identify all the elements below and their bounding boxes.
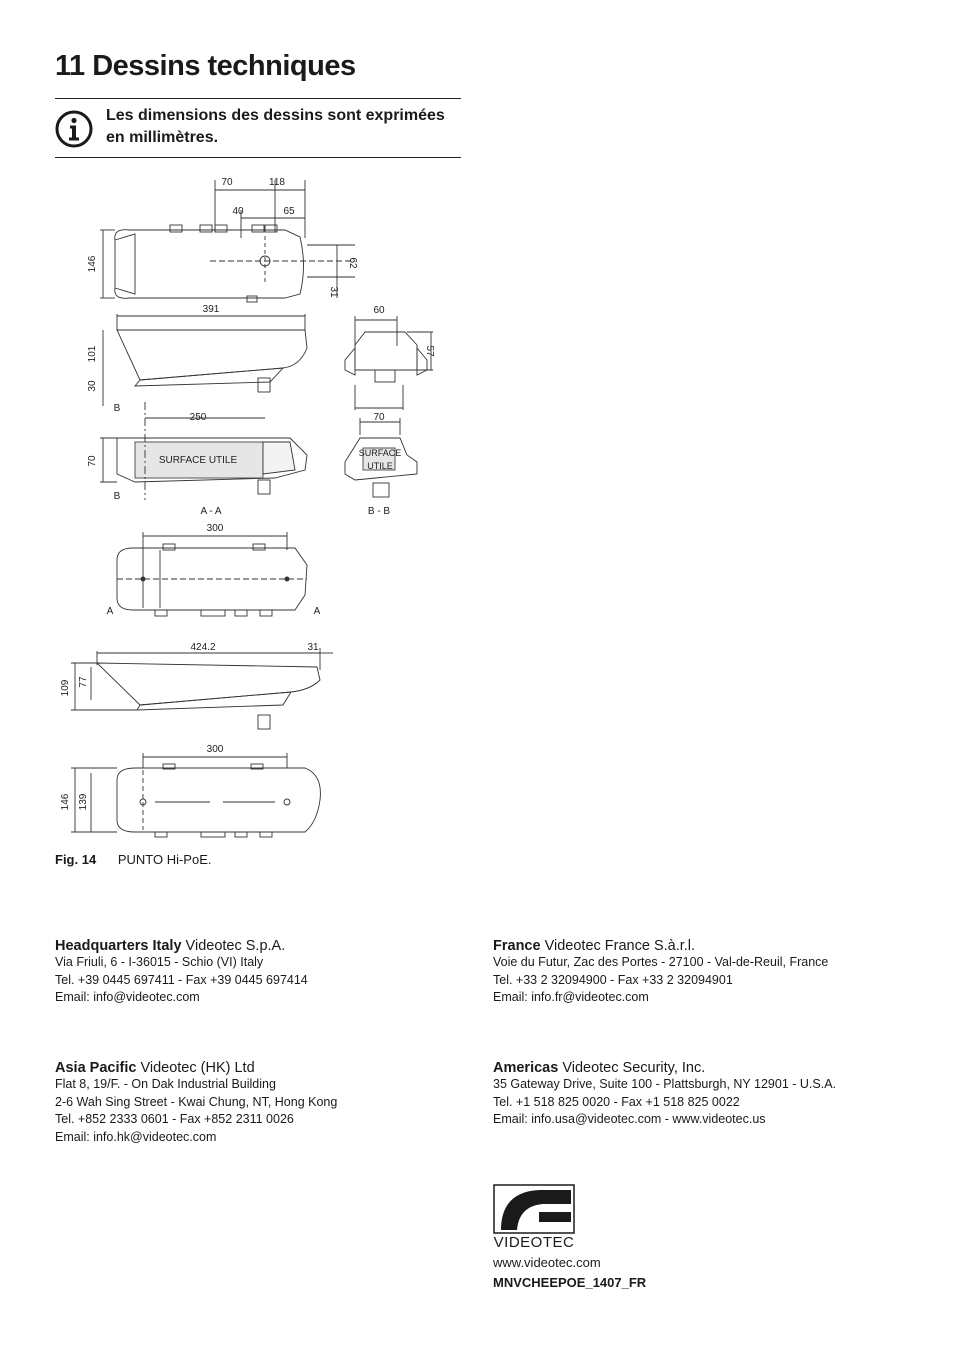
website-link[interactable]: www.videotec.com — [493, 1255, 601, 1270]
section-title: 11 Dessins techniques — [55, 50, 356, 82]
office-france: France Videotec France S.à.r.l. Voie du … — [493, 938, 829, 1004]
dim-30: 30 — [87, 380, 98, 392]
label-b-top: B — [114, 403, 121, 414]
label-a-right: A — [314, 606, 321, 617]
info-icon — [55, 110, 93, 148]
dim-146-plan: 146 — [60, 793, 71, 810]
note-box: Les dimensions des dessins sont exprimée… — [55, 98, 461, 158]
dim-70-front: 70 — [373, 412, 385, 423]
label-a-left: A — [107, 606, 114, 617]
dim-65: 65 — [283, 206, 295, 217]
document-code: MNVCHEEPOE_1407_FR — [493, 1275, 647, 1290]
office-americas: Americas Videotec Security, Inc. 35 Gate… — [493, 1060, 836, 1126]
technical-drawing: 70 118 40 65 146 62 31 391 101 30 60 57 … — [60, 177, 435, 838]
dim-60: 60 — [373, 305, 385, 316]
logo-text: VIDEOTEC — [494, 1234, 575, 1250]
dim-31-long: 31 — [307, 642, 319, 653]
dim-250: 250 — [190, 412, 207, 423]
bottom-view — [116, 532, 308, 617]
section-bb — [344, 418, 418, 498]
dim-77: 77 — [78, 676, 89, 688]
figure-title: PUNTO Hi-PoE. — [117, 852, 212, 867]
office-asia: Asia Pacific Videotec (HK) Ltd Flat 8, 1… — [55, 1060, 338, 1144]
dim-57: 57 — [424, 345, 435, 357]
office-italy: Headquarters Italy Videotec S.p.A. Via F… — [55, 938, 308, 1004]
label-aa: A - A — [200, 506, 221, 517]
label-surface-small-1: SURFACE — [359, 448, 402, 458]
dim-118: 118 — [269, 177, 285, 188]
label-bb: B - B — [368, 506, 391, 517]
dim-391: 391 — [203, 304, 220, 315]
dim-40: 40 — [232, 206, 244, 217]
note-text: Les dimensions des dessins sont exprimée… — [106, 107, 445, 146]
figure-number: Fig. 14 — [55, 852, 97, 867]
dim-31-top: 31 — [328, 286, 339, 298]
dim-300-bottom: 300 — [207, 523, 224, 534]
dim-146-top: 146 — [87, 255, 98, 272]
dim-139: 139 — [78, 793, 89, 810]
dim-300-plan: 300 — [207, 744, 224, 755]
dim-70-sec: 70 — [87, 455, 98, 467]
plan-view — [71, 753, 321, 838]
long-side-view — [71, 648, 333, 730]
label-surface-utile: SURFACE UTILE — [159, 455, 238, 466]
figure-caption: Fig. 14 PUNTO Hi-PoE. — [55, 852, 211, 867]
dim-109: 109 — [60, 679, 71, 696]
dim-70: 70 — [221, 177, 233, 188]
front-view — [344, 316, 433, 410]
dim-424: 424.2 — [190, 642, 215, 653]
dim-62: 62 — [347, 257, 358, 269]
side-view — [102, 314, 308, 406]
label-surface-small-2: UTILE — [367, 461, 393, 471]
videotec-logo: VIDEOTEC — [493, 1184, 575, 1250]
label-b-bottom: B — [114, 491, 121, 502]
top-view — [100, 180, 355, 303]
dim-101: 101 — [87, 345, 98, 362]
section-aa — [100, 402, 308, 500]
